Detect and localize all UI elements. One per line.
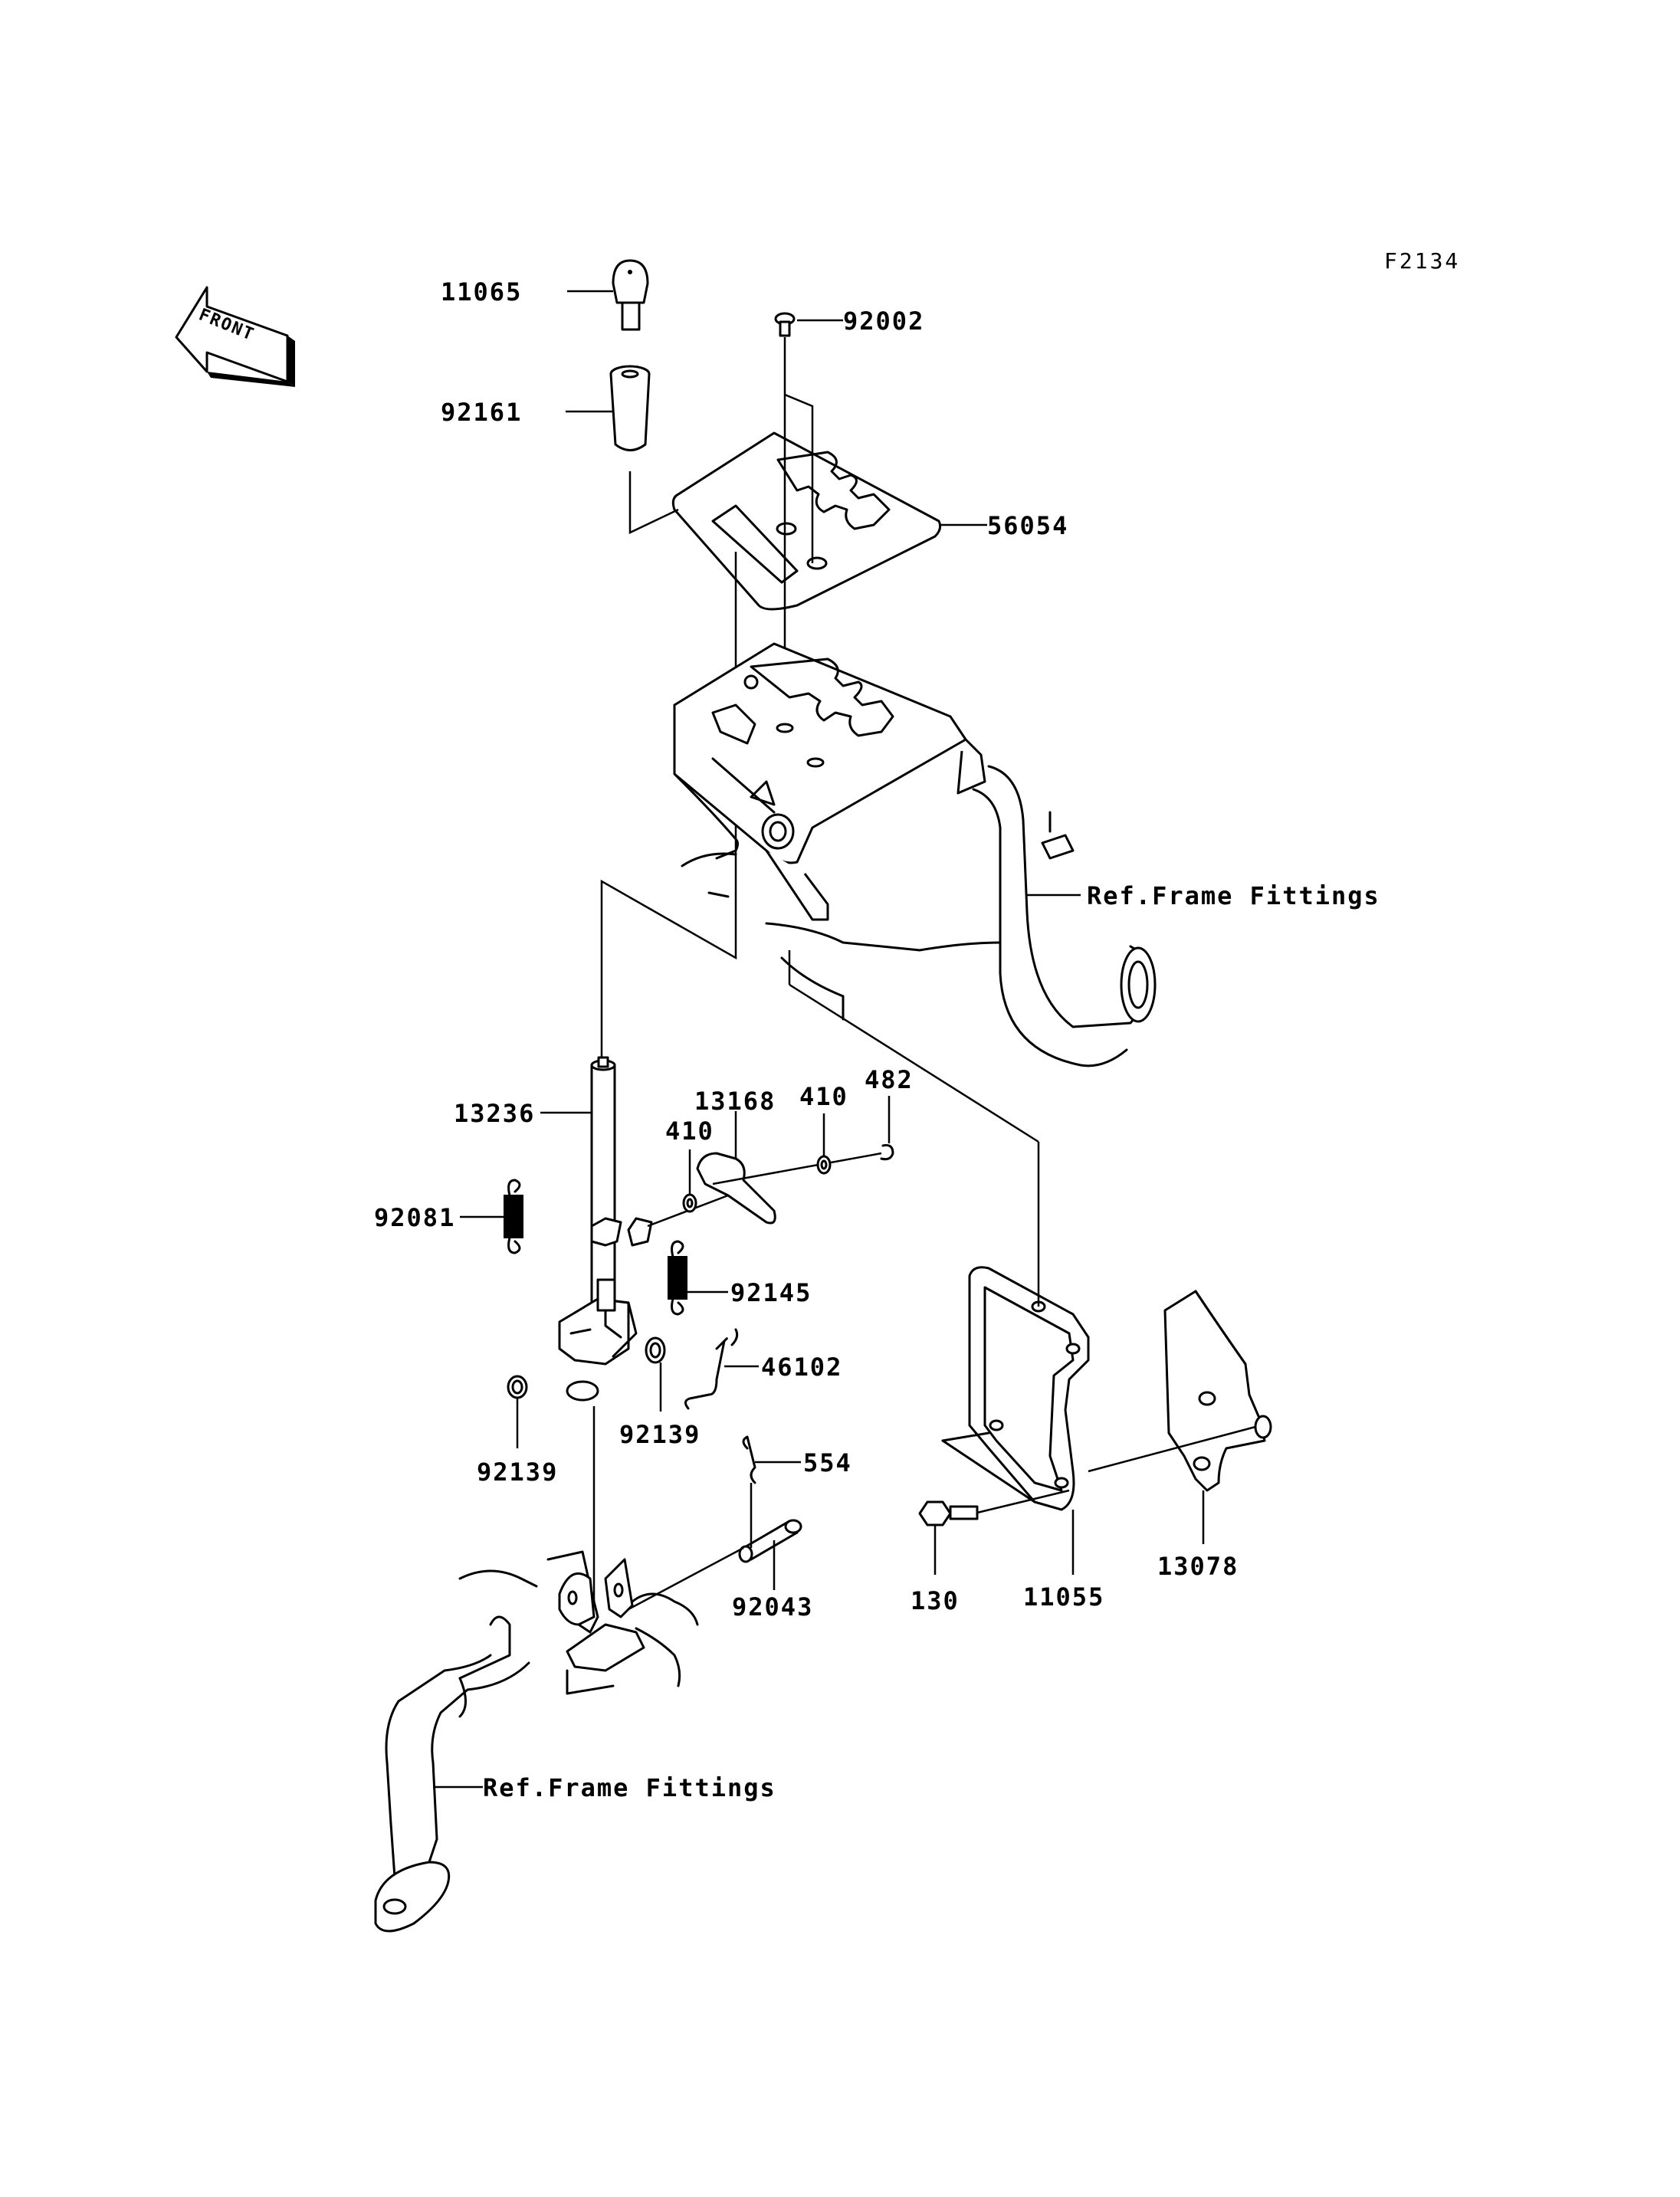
part-130-bolt	[918, 1500, 979, 1526]
label-482: 482	[865, 1065, 914, 1094]
part-554-pin	[742, 1435, 756, 1484]
label-46102: 46102	[761, 1353, 842, 1382]
part-56054-gate-plate	[671, 431, 942, 611]
frame-fitting-lower	[374, 1550, 699, 1933]
part-11055-cover	[941, 1266, 1090, 1511]
label-410-a: 410	[665, 1117, 714, 1146]
part-92002-screw	[774, 312, 796, 337]
label-13168: 13168	[694, 1087, 776, 1116]
part-92161-grip	[609, 365, 651, 451]
label-11055: 11055	[1023, 1582, 1104, 1612]
part-13078-gear-plate	[1163, 1290, 1272, 1492]
label-11065: 11065	[441, 277, 522, 307]
part-410-washer-b	[816, 1155, 832, 1175]
part-92145-spring	[668, 1240, 687, 1316]
label-92081: 92081	[374, 1203, 455, 1232]
label-554: 554	[803, 1448, 852, 1477]
part-410-washer-a	[682, 1193, 697, 1213]
label-92139-a: 92139	[477, 1458, 558, 1487]
label-92043: 92043	[732, 1592, 813, 1622]
front-arrow-icon: FRONT	[175, 286, 295, 387]
figure-code: F2134	[1384, 248, 1460, 274]
ref-frame-fittings-upper: Ref.Frame Fittings	[1087, 881, 1380, 910]
label-92002: 92002	[843, 307, 924, 336]
part-11065-knob	[612, 259, 649, 331]
part-13236-shaft	[590, 1056, 622, 1304]
part-46102-rod	[684, 1328, 739, 1410]
label-92161: 92161	[441, 398, 522, 427]
label-13236: 13236	[454, 1099, 535, 1128]
label-13078: 13078	[1157, 1552, 1239, 1581]
ref-frame-fittings-lower: Ref.Frame Fittings	[483, 1773, 776, 1802]
label-92145: 92145	[730, 1278, 812, 1307]
label-92139-b: 92139	[619, 1420, 701, 1449]
part-13168-lever	[627, 1152, 882, 1247]
label-56054: 56054	[987, 511, 1068, 540]
part-92043-pin	[738, 1519, 802, 1563]
frame-fitting-upper	[673, 642, 1157, 1067]
part-shifter-pivot	[507, 1278, 666, 1402]
label-130: 130	[911, 1586, 960, 1615]
part-92081-spring	[504, 1179, 523, 1254]
part-482-clip	[880, 1144, 894, 1161]
label-410-b: 410	[799, 1082, 848, 1111]
